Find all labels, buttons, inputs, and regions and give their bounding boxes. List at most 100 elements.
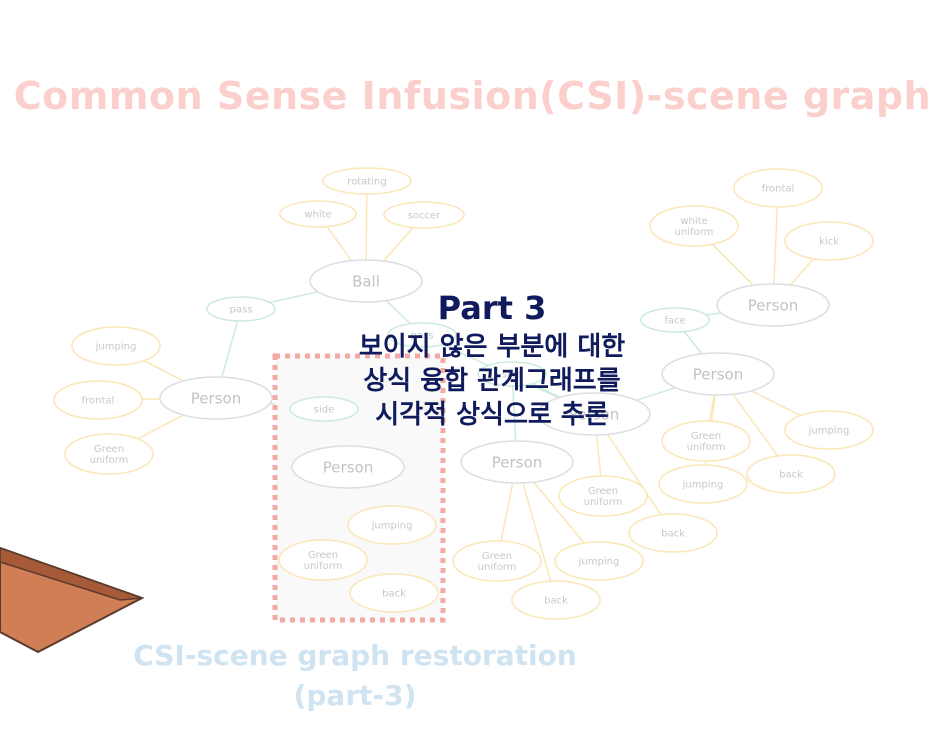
part-overlay: Part 3 보이지 않은 부분에 대한 상식 융합 관계그래프를 시각적 상식… — [300, 286, 684, 432]
attribute-node-label: back — [779, 470, 803, 481]
attribute-node-label: back — [544, 596, 568, 607]
attribute-node-shape — [554, 541, 644, 581]
object-node: Ball — [309, 259, 423, 303]
object-node: Person — [716, 283, 830, 327]
object-node-shape — [661, 352, 775, 396]
relation-node: side — [477, 361, 547, 387]
relation-node: face — [640, 307, 710, 333]
attribute-node-label: frontal — [762, 184, 795, 195]
object-node-shape — [159, 376, 273, 420]
attribute-node: jumping — [784, 410, 874, 450]
attribute-node-shape — [649, 205, 739, 247]
attribute-node: back — [511, 580, 601, 620]
object-node-label: Person — [191, 389, 241, 407]
object-node: Person — [291, 445, 405, 489]
attribute-node-shape — [658, 464, 748, 504]
attribute-node-shape — [452, 540, 542, 582]
relation-node-shape — [289, 396, 359, 422]
attribute-node-label: jumping — [808, 426, 850, 437]
attribute-node-label: frontal — [82, 396, 115, 407]
attribute-node: back — [349, 573, 439, 613]
attribute-node: jumping — [71, 326, 161, 366]
relation-node: side — [289, 396, 359, 422]
attribute-node-shape — [628, 513, 718, 553]
relation-node-shape — [477, 361, 547, 387]
attribute-node-label: jumping — [95, 342, 137, 353]
object-node-label: Person — [693, 365, 743, 383]
relation-node: pass — [206, 296, 276, 322]
attribute-node: white — [279, 200, 357, 228]
object-node-label: Person — [748, 296, 798, 314]
attribute-node-label: jumping — [682, 480, 724, 491]
part-description-line1: 보이지 않은 부분에 대한 — [358, 332, 626, 362]
attribute-node-label: back — [661, 529, 685, 540]
attribute-node: rotating — [322, 167, 412, 195]
object-node-shape — [716, 283, 830, 327]
attribute-node: back — [746, 454, 836, 494]
relation-node-shape — [640, 307, 710, 333]
relation-node-label: side — [314, 405, 335, 416]
attribute-node-label: jumping — [371, 521, 413, 532]
attribute-node-label: kick — [819, 237, 839, 248]
object-node-shape — [291, 445, 405, 489]
arrow-graphic — [0, 546, 145, 654]
attribute-node-shape — [733, 168, 823, 208]
part-description-line3: 시각적 상식으로 추론 — [375, 400, 609, 430]
relation-node-label: pass — [230, 305, 253, 316]
attribute-node-shape — [53, 380, 143, 420]
attribute-node: jumping — [658, 464, 748, 504]
attribute-edge — [516, 461, 557, 601]
object-node-shape — [309, 259, 423, 303]
attribute-node-shape — [784, 221, 874, 261]
object-node: Person — [460, 440, 574, 484]
relation-node-label: face — [664, 316, 685, 327]
restoration-caption-line2: (part-3) — [293, 679, 417, 712]
attribute-node-shape — [558, 475, 648, 517]
attribute-node-label: white — [304, 210, 331, 221]
part-title: Part 3 — [437, 289, 547, 327]
relation-node-shape — [206, 296, 276, 322]
object-node-label: Person — [492, 453, 542, 471]
object-node: Person — [661, 352, 775, 396]
attribute-node: kick — [784, 221, 874, 261]
relation-node: pass — [387, 322, 457, 348]
object-node-shape — [537, 392, 651, 436]
attribute-node-label: rotating — [347, 177, 386, 188]
attribute-node-label: soccer — [408, 211, 441, 222]
attribute-node-shape — [278, 539, 368, 581]
part-description-line2: 상식 융합 관계그래프를 — [363, 366, 621, 396]
attribute-node: soccer — [383, 201, 465, 229]
attribute-node-shape — [746, 454, 836, 494]
attribute-node: frontal — [53, 380, 143, 420]
attribute-node: jumping — [554, 541, 644, 581]
object-node-label: Person — [569, 405, 619, 423]
attribute-node: jumping — [347, 505, 437, 545]
object-node: Person — [537, 392, 651, 436]
attribute-node-shape — [661, 420, 751, 462]
object-node: Person — [159, 376, 273, 420]
attribute-node-shape — [279, 200, 357, 228]
attribute-node-shape — [322, 167, 412, 195]
attribute-node-label: jumping — [578, 557, 620, 568]
attribute-node-shape — [784, 410, 874, 450]
object-node-shape — [460, 440, 574, 484]
attribute-node: back — [628, 513, 718, 553]
restoration-caption-line1: CSI-scene graph restoration — [133, 639, 577, 672]
attribute-node-shape — [71, 326, 161, 366]
attribute-node: frontal — [733, 168, 823, 208]
relation-node-label: side — [502, 370, 523, 381]
object-node-label: Ball — [352, 272, 380, 290]
